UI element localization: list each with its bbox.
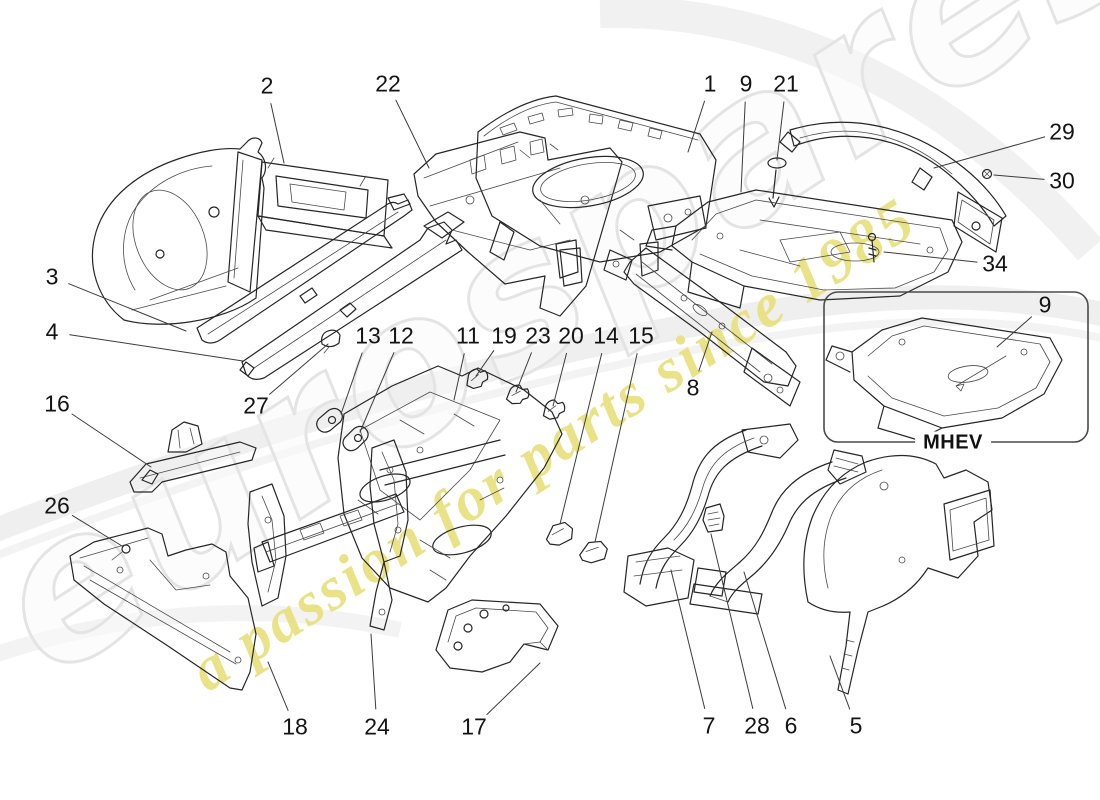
leader-line-7-25 <box>670 569 706 709</box>
part-drawing-rear-wheelhouse-5 <box>803 454 995 695</box>
leader-line-27-10 <box>269 343 329 395</box>
part-callout-18-22[interactable]: 18 <box>282 713 308 740</box>
part-callout-16-20[interactable]: 16 <box>44 390 70 417</box>
part-drawing-plate-17 <box>435 599 559 673</box>
part-drawing-inner-wheelhouse <box>91 137 393 325</box>
leader-line-21-4 <box>776 101 785 161</box>
part-callout-19-14[interactable]: 19 <box>491 322 517 349</box>
part-callout-17-24[interactable]: 17 <box>461 713 487 740</box>
part-drawing-curved-rail-7 <box>623 423 799 607</box>
leader-line-20-16 <box>552 352 567 407</box>
part-drawing-rail-lower <box>239 211 465 380</box>
mhev-inset-label: MHEV <box>915 431 991 455</box>
leader-line-5-28 <box>829 655 851 710</box>
part-callout-12-12[interactable]: 12 <box>388 322 414 349</box>
part-drawing-bolt-34 <box>867 232 877 263</box>
part-callout-11-13[interactable]: 11 <box>456 322 480 349</box>
part-callout-15-18[interactable]: 15 <box>628 322 654 349</box>
leader-line-13-11 <box>340 352 363 415</box>
part-callout-21-4[interactable]: 21 <box>773 70 799 97</box>
part-callout-34-7[interactable]: 34 <box>982 250 1008 277</box>
leader-line-29-5 <box>933 136 1046 169</box>
leader-line-17-24 <box>486 662 541 715</box>
leader-line-19-14 <box>475 350 495 377</box>
part-callout-26-21[interactable]: 26 <box>44 492 70 519</box>
part-drawing-curved-rail-6 <box>689 449 867 615</box>
part-callout-2-0[interactable]: 2 <box>260 72 274 99</box>
part-drawing-rail-upper <box>196 193 413 344</box>
leader-line-22-1 <box>395 99 430 169</box>
part-drawing-rear-panel-assembly <box>247 439 409 631</box>
part-callout-7-25[interactable]: 7 <box>702 712 716 739</box>
leader-line-11-13 <box>453 353 465 401</box>
leader-line-18-22 <box>267 661 289 711</box>
leader-line-6-27 <box>743 571 787 710</box>
part-callout-20-16[interactable]: 20 <box>558 322 584 349</box>
leader-line-15-18 <box>594 353 638 543</box>
part-drawing-bracket-rail-16 <box>129 421 257 493</box>
part-drawing-sill-panel <box>69 527 257 691</box>
part-callout-5-28[interactable]: 5 <box>849 712 863 739</box>
leader-line-9-29 <box>996 316 1032 348</box>
part-callout-6-27[interactable]: 6 <box>784 712 798 739</box>
leader-line-9-3 <box>740 101 746 193</box>
part-callout-27-10[interactable]: 27 <box>243 392 269 419</box>
part-drawing-crossmember-8 <box>603 247 801 407</box>
part-callout-1-2[interactable]: 1 <box>703 70 717 97</box>
part-callout-14-17[interactable]: 14 <box>593 322 619 349</box>
leader-line-34-7 <box>883 251 978 263</box>
part-callout-23-15[interactable]: 23 <box>525 322 551 349</box>
part-callout-29-5[interactable]: 29 <box>1049 118 1075 145</box>
part-callout-24-23[interactable]: 24 <box>364 713 390 740</box>
part-callout-3-8[interactable]: 3 <box>45 263 59 290</box>
leader-line-30-6 <box>993 174 1045 180</box>
leader-line-14-17 <box>559 353 603 525</box>
part-callout-30-6[interactable]: 30 <box>1049 167 1075 194</box>
part-drawing-screw-30 <box>981 168 993 180</box>
part-drawing-bumper-beam <box>779 121 1007 253</box>
part-callout-8-19[interactable]: 8 <box>686 374 700 401</box>
part-drawing-center-floor-panel <box>337 365 563 603</box>
leader-line-1-2 <box>687 100 705 153</box>
part-callout-4-9[interactable]: 4 <box>45 318 59 345</box>
part-drawing-clip-27 <box>321 329 341 354</box>
leader-line-8-19 <box>698 331 713 372</box>
leader-line-23-15 <box>515 352 532 393</box>
part-callout-13-11[interactable]: 13 <box>355 322 381 349</box>
part-callout-9-3[interactable]: 9 <box>739 70 753 97</box>
leader-line-2-0 <box>270 103 285 164</box>
part-drawing-parcel-shelf <box>475 95 717 287</box>
part-callout-28-26[interactable]: 28 <box>744 712 770 739</box>
leader-line-24-23 <box>370 633 377 710</box>
part-drawing-pin-26 <box>111 544 131 561</box>
leader-line-26-21 <box>71 514 123 547</box>
part-callout-9-29[interactable]: 9 <box>1038 291 1052 318</box>
leader-line-16-20 <box>71 413 152 468</box>
leader-line-12-12 <box>359 352 395 433</box>
leader-line-3-8 <box>68 283 187 332</box>
leader-lines <box>68 99 1046 715</box>
part-drawing-bracket-28 <box>702 503 725 533</box>
leader-line-4-9 <box>69 334 244 362</box>
part-drawing-rear-floor-pan <box>645 189 963 309</box>
leader-line-28-26 <box>710 533 754 709</box>
part-callout-22-1[interactable]: 22 <box>375 70 401 97</box>
